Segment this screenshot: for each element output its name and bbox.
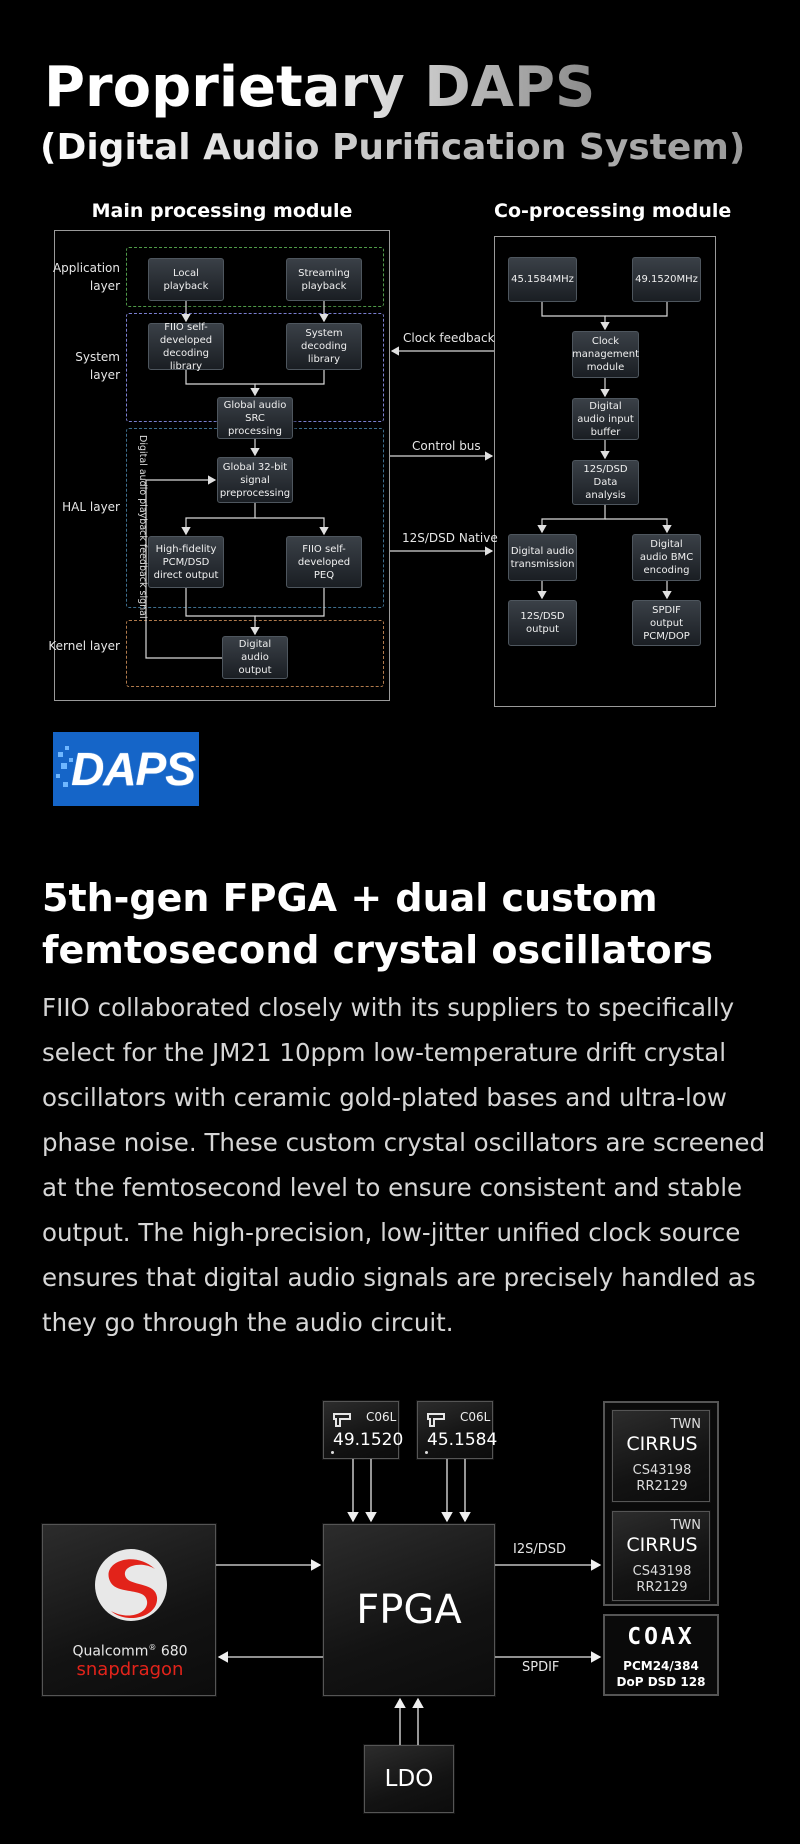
streaming-playback-block: Streaming playback xyxy=(286,258,362,301)
i2s-native-label: 12S/DSD Native xyxy=(402,531,498,545)
dac-2-part: CS43198 xyxy=(632,1564,692,1579)
clock-49-block: 49.1520MHz xyxy=(632,257,701,302)
i2s-dsd-label: I2S/DSD xyxy=(513,1542,567,1557)
daps-connectors xyxy=(145,301,672,659)
co-module-title: Co-processing module xyxy=(494,200,732,222)
oscillator-1: C06L 49.1520 xyxy=(323,1401,403,1459)
transmission-block: Digital audio transmission xyxy=(508,534,577,581)
bmc-encoding-block: Digital audio BMC encoding xyxy=(632,534,701,581)
oscillator-2-model: C06L xyxy=(460,1410,491,1424)
oscillator-logo-icon xyxy=(333,1413,351,1427)
daps-logo-text: DAPS xyxy=(71,743,196,795)
system-layer-label: System layer xyxy=(75,350,120,382)
dac-2: TWN CIRRUS CS43198 RR2129 xyxy=(612,1511,710,1601)
clock-feedback-label: Clock feedback xyxy=(403,331,495,345)
soc-name: snapdragon xyxy=(76,1659,184,1680)
section-paragraph: FIIO collaborated closely with its suppl… xyxy=(42,993,766,1337)
soc-model: 680 xyxy=(160,1643,188,1660)
hifi-direct-output-block: High-fidelity PCM/DSD direct output xyxy=(148,536,224,588)
digital-audio-output-block: Digital audio output xyxy=(222,636,288,679)
coax-output: COAX PCM24/384 DoP DSD 128 xyxy=(603,1614,719,1696)
oscillator-1-frequency: 49.1520 xyxy=(333,1430,404,1450)
data-analysis-block: 12S/DSD Data analysis xyxy=(572,460,639,505)
local-playback-block: Local playback xyxy=(148,258,224,301)
global-src-block: Global audio SRC processing xyxy=(217,397,293,439)
hal-layer-label: HAL layer xyxy=(62,500,120,514)
dac-2-tag: TWN xyxy=(670,1518,701,1533)
coax-line1: PCM24/384 xyxy=(623,1659,699,1673)
pin1-dot-icon xyxy=(425,1451,428,1454)
oscillator-1-model: C06L xyxy=(366,1410,397,1424)
main-module-frame xyxy=(54,230,390,701)
kernel-layer-label: Kernel layer xyxy=(48,639,120,653)
application-layer-region xyxy=(126,247,384,307)
clock-management-block: Clock management module xyxy=(572,331,639,378)
ldo-label: LDO xyxy=(384,1766,434,1792)
dac-1: TWN CIRRUS CS43198 RR2129 xyxy=(612,1410,710,1502)
fpga-label: FPGA xyxy=(356,1587,462,1633)
snapdragon-soc: Qualcomm® 680 snapdragon xyxy=(42,1524,216,1696)
global-32bit-block: Global 32-bit signal preprocessing xyxy=(217,457,293,503)
pin1-dot-icon xyxy=(331,1451,334,1454)
soc-reg: ® xyxy=(148,1643,157,1652)
page-subtitle: (Digital Audio Purification System) xyxy=(40,124,745,172)
control-bus-label: Control bus xyxy=(412,439,481,453)
dac-1-brand: CIRRUS xyxy=(626,1433,698,1455)
spdif-output-block: SPDIF output PCM/DOP xyxy=(632,600,701,646)
snapdragon-logo-icon xyxy=(95,1549,167,1621)
coax-line2: DoP DSD 128 xyxy=(616,1675,706,1689)
input-buffer-block: Digital audio input buffer xyxy=(572,398,639,440)
daps-logo: DAPS xyxy=(53,732,199,806)
fiio-peq-block: FIIO self-developed PEQ xyxy=(286,536,362,588)
oscillator-logo-icon xyxy=(427,1413,445,1427)
dac-2-code: RR2129 xyxy=(636,1580,688,1595)
coax-title: COAX xyxy=(627,1624,695,1650)
dac-1-part: CS43198 xyxy=(632,1463,692,1478)
dac-stack: TWN CIRRUS CS43198 RR2129 TWN CIRRUS CS4… xyxy=(603,1401,719,1606)
i2s-output-block: 12S/DSD output xyxy=(508,600,577,646)
system-decoding-block: System decoding library xyxy=(286,323,362,370)
soc-brand: Qualcomm xyxy=(72,1643,149,1660)
dac-1-code: RR2129 xyxy=(636,1479,688,1494)
dac-1-tag: TWN xyxy=(670,1417,701,1432)
clock-45-block: 45.1584MHz xyxy=(508,257,577,302)
application-layer-label: Application layer xyxy=(52,261,120,293)
fpga-chip: FPGA xyxy=(323,1524,495,1696)
oscillator-2: C06L 45.1584 xyxy=(417,1401,497,1459)
section-heading: 5th-gen FPGA + dual custom femtosecond c… xyxy=(42,876,713,972)
fiio-decoding-block: FIIO self-developed decoding library xyxy=(148,322,224,372)
main-module-title: Main processing module xyxy=(91,200,353,222)
oscillator-2-frequency: 45.1584 xyxy=(427,1430,498,1450)
spdif-label: SPDIF xyxy=(522,1660,560,1675)
dac-2-brand: CIRRUS xyxy=(626,1534,698,1556)
co-module-frame xyxy=(494,236,716,707)
feedback-signal-label: Digital audio playback feedback signal xyxy=(137,435,148,619)
page-title: Proprietary DAPS xyxy=(44,52,595,124)
ldo-chip: LDO xyxy=(364,1745,454,1813)
